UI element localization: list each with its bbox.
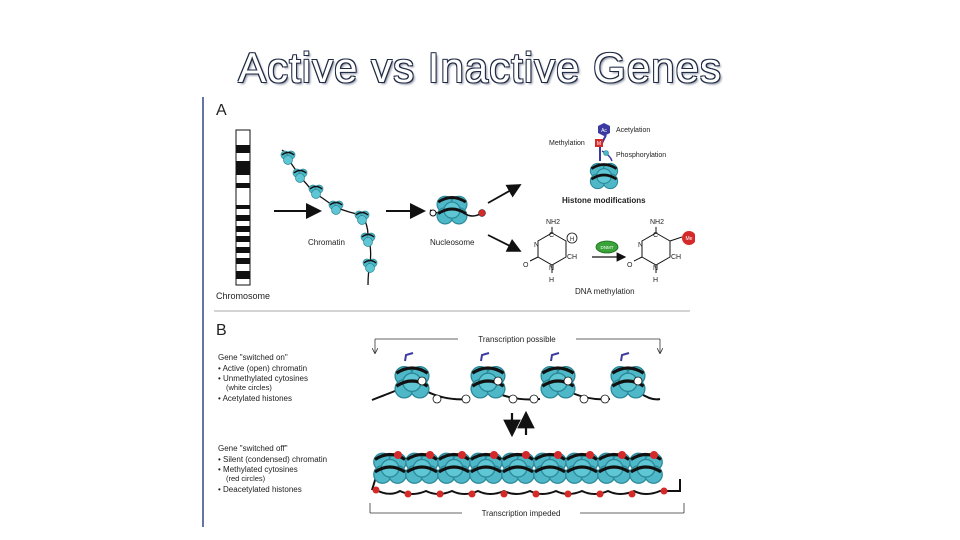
off-bullet-1: • Silent (condensed) chromatin xyxy=(218,455,327,464)
nucleosome xyxy=(429,194,486,226)
ac-badge-text: Ac xyxy=(601,128,607,134)
transcription-impeded-bracket xyxy=(369,503,685,514)
panel-b-letter: B xyxy=(216,322,227,339)
methyl-group-icon xyxy=(682,231,695,245)
panel-a-letter: A xyxy=(216,102,227,119)
cytosine-c-top: C xyxy=(549,232,554,239)
methylcytosine-o: O xyxy=(627,262,633,269)
cytosine-o: O xyxy=(523,262,529,269)
transcription-possible-bracket xyxy=(375,338,660,353)
cytosine-n-left: N xyxy=(534,242,539,249)
off-bullet-3: • Deacetylated histones xyxy=(218,485,302,494)
cytosine-nh2: NH2 xyxy=(546,219,560,226)
acetylation-label: Acetylation xyxy=(616,127,650,134)
methylcytosine-h-bottom: H xyxy=(653,277,658,284)
slide-title: Active vs Inactive Genes xyxy=(238,44,722,91)
methylation-label: Methylation xyxy=(549,140,585,147)
on-bullet-3: • Acetylated histones xyxy=(218,394,292,403)
on-heading: Gene "switched on" xyxy=(218,353,288,362)
chromatin-label: Chromatin xyxy=(308,238,345,247)
off-bullet-2: • Methylated cytosines xyxy=(218,465,298,474)
arrow-to-histone-mods xyxy=(487,184,522,204)
methylcytosine-n-bottom: N xyxy=(653,265,658,272)
acetyl-badge-icon xyxy=(598,123,610,136)
epigenetics-diagram: A Chromosome Chromatin Nucleosome xyxy=(202,97,695,527)
cytosine-h-bottom: H xyxy=(549,277,554,284)
dnmt-enzyme-icon xyxy=(595,240,619,254)
switch-arrows-icon xyxy=(503,410,535,438)
on-bullet-2: • Unmethylated cytosines xyxy=(218,374,308,383)
cytosine-structure xyxy=(529,227,578,273)
chromosome-label: Chromosome xyxy=(216,291,270,301)
condensed-chromatin xyxy=(371,451,681,498)
methylcytosine-ch: CH xyxy=(671,254,681,261)
chromosome xyxy=(235,129,251,286)
cytosine-ch: CH xyxy=(567,254,577,261)
methylcytosine-structure xyxy=(633,227,695,273)
methylcytosine-n-left: N xyxy=(638,242,643,249)
cytosine-n-bottom: N xyxy=(549,265,554,272)
transcription-impeded-label: Transcription impeded xyxy=(482,509,561,518)
epigenetics-figure: A Chromosome Chromatin Nucleosome xyxy=(200,95,695,530)
dnmt-label: DNMT xyxy=(601,245,614,250)
histone-modifications: Ac M xyxy=(589,123,619,190)
dna-methylation-caption: DNA methylation xyxy=(575,287,635,296)
methyl-badge-icon xyxy=(595,139,603,147)
arrow-to-dna-methylation xyxy=(487,234,522,252)
cytosine-h: H xyxy=(570,237,574,243)
transcription-possible-label: Transcription possible xyxy=(478,335,556,344)
methylcytosine-nh2: NH2 xyxy=(650,219,664,226)
on-bullet-1: • Active (open) chromatin xyxy=(218,364,307,373)
off-note: (red circles) xyxy=(226,474,266,483)
methylcytosine-c-top: C xyxy=(653,232,658,239)
me-badge-text: M xyxy=(597,141,601,147)
phosphorylation-label: Phosphorylation xyxy=(616,152,666,159)
open-chromatin xyxy=(371,352,661,404)
chromatin-fiber xyxy=(280,149,378,286)
off-heading: Gene "switched off" xyxy=(218,444,288,453)
nucleosome-label: Nucleosome xyxy=(430,238,475,247)
histone-mods-caption: Histone modifications xyxy=(562,196,646,205)
me-group-text: Me xyxy=(686,236,693,242)
on-note: (white circles) xyxy=(226,383,272,392)
